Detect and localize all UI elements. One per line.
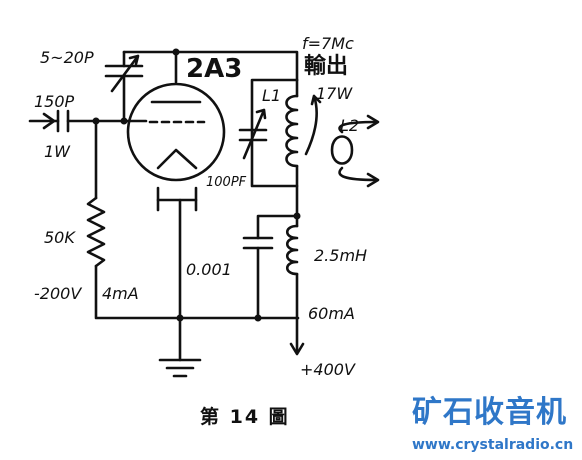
output-label: 輸出 [304,54,349,79]
tank-wire-left [250,78,299,188]
trimmer-arrow [110,54,140,93]
link-coil-upper-lead [338,120,378,134]
output-arrow-top [366,114,380,130]
bypass-wire-top [256,214,299,240]
junction-dot [172,48,180,56]
junction-dot [92,117,100,125]
supply-arrow [289,342,305,356]
tank-cap-arrow [242,108,267,160]
top-wire [122,50,299,82]
tank-coil-l1 [285,94,299,168]
coil-l1-label: L1 [262,86,282,105]
junction-dot [176,314,184,322]
plate-current-label: 60mA [308,304,355,323]
coupling-cap-label: 150P [34,92,75,111]
coil-l2-label: L2 [340,116,360,135]
bias-voltage-label: -200V [34,284,82,303]
tube-type-label: 2A3 [186,54,243,84]
grid-resistor [86,196,106,268]
grid-resistor-label: 50K [44,228,75,247]
frequency-label: f=7Mc [302,34,354,53]
junction-dot [120,117,128,125]
link-coil-l2 [330,135,354,165]
output-arrow-bottom [366,172,380,188]
rf-choke-label: 2.5mH [314,246,368,265]
resistor-bottom-wire [94,264,300,320]
watermark-brand: 矿石收音机 [412,395,567,430]
grid-current-label: 4mA [102,284,139,303]
tank-cap-label: 100PF [206,175,247,190]
watermark-url: www.crystalradio.cn [412,437,574,453]
input-power-label: 1W [44,142,70,161]
tube-envelope [126,82,226,182]
link-coil-lower-lead [338,166,378,182]
output-power-label: 17W [316,84,353,103]
junction-dot [254,314,262,322]
input-arrow [42,112,56,130]
tube-filament [156,148,198,170]
rf-choke [285,224,299,276]
junction-dot [293,212,301,220]
trimmer-cap-label: 5~20P [40,48,94,67]
figure-caption: 第 14 圖 [200,406,290,428]
plate-voltage-label: +400V [300,360,355,379]
bypass-cap-label: 0.001 [186,260,232,279]
coupling-arrow [304,94,322,156]
